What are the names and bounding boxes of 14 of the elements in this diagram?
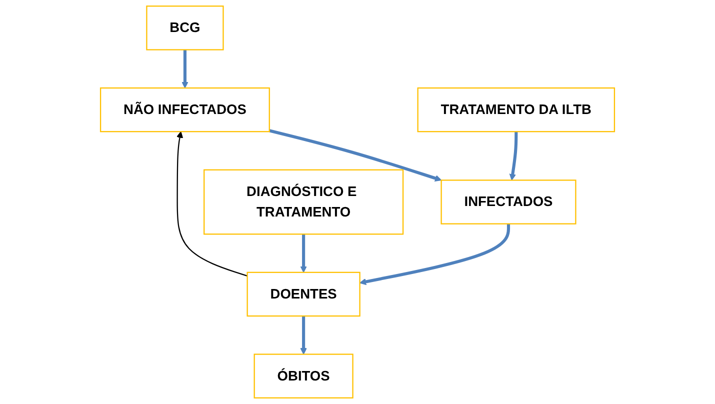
arrow [182, 50, 188, 88]
node-box: TRATAMENTO DA ILTB [417, 87, 616, 132]
arrow [300, 234, 307, 273]
node-box: DOENTES [246, 272, 360, 317]
arrow [300, 316, 307, 355]
arrow [360, 224, 510, 286]
node-box: NÃO INFECTADOS [100, 87, 270, 132]
arrow [269, 129, 442, 182]
arrow [176, 131, 248, 277]
node-box: DIAGNÓSTICO E TRATAMENTO [204, 169, 404, 235]
arrow [509, 132, 518, 180]
node-box: BCG [146, 6, 224, 50]
node-box: ÓBITOS [254, 354, 354, 398]
node-box: INFECTADOS [440, 180, 576, 224]
